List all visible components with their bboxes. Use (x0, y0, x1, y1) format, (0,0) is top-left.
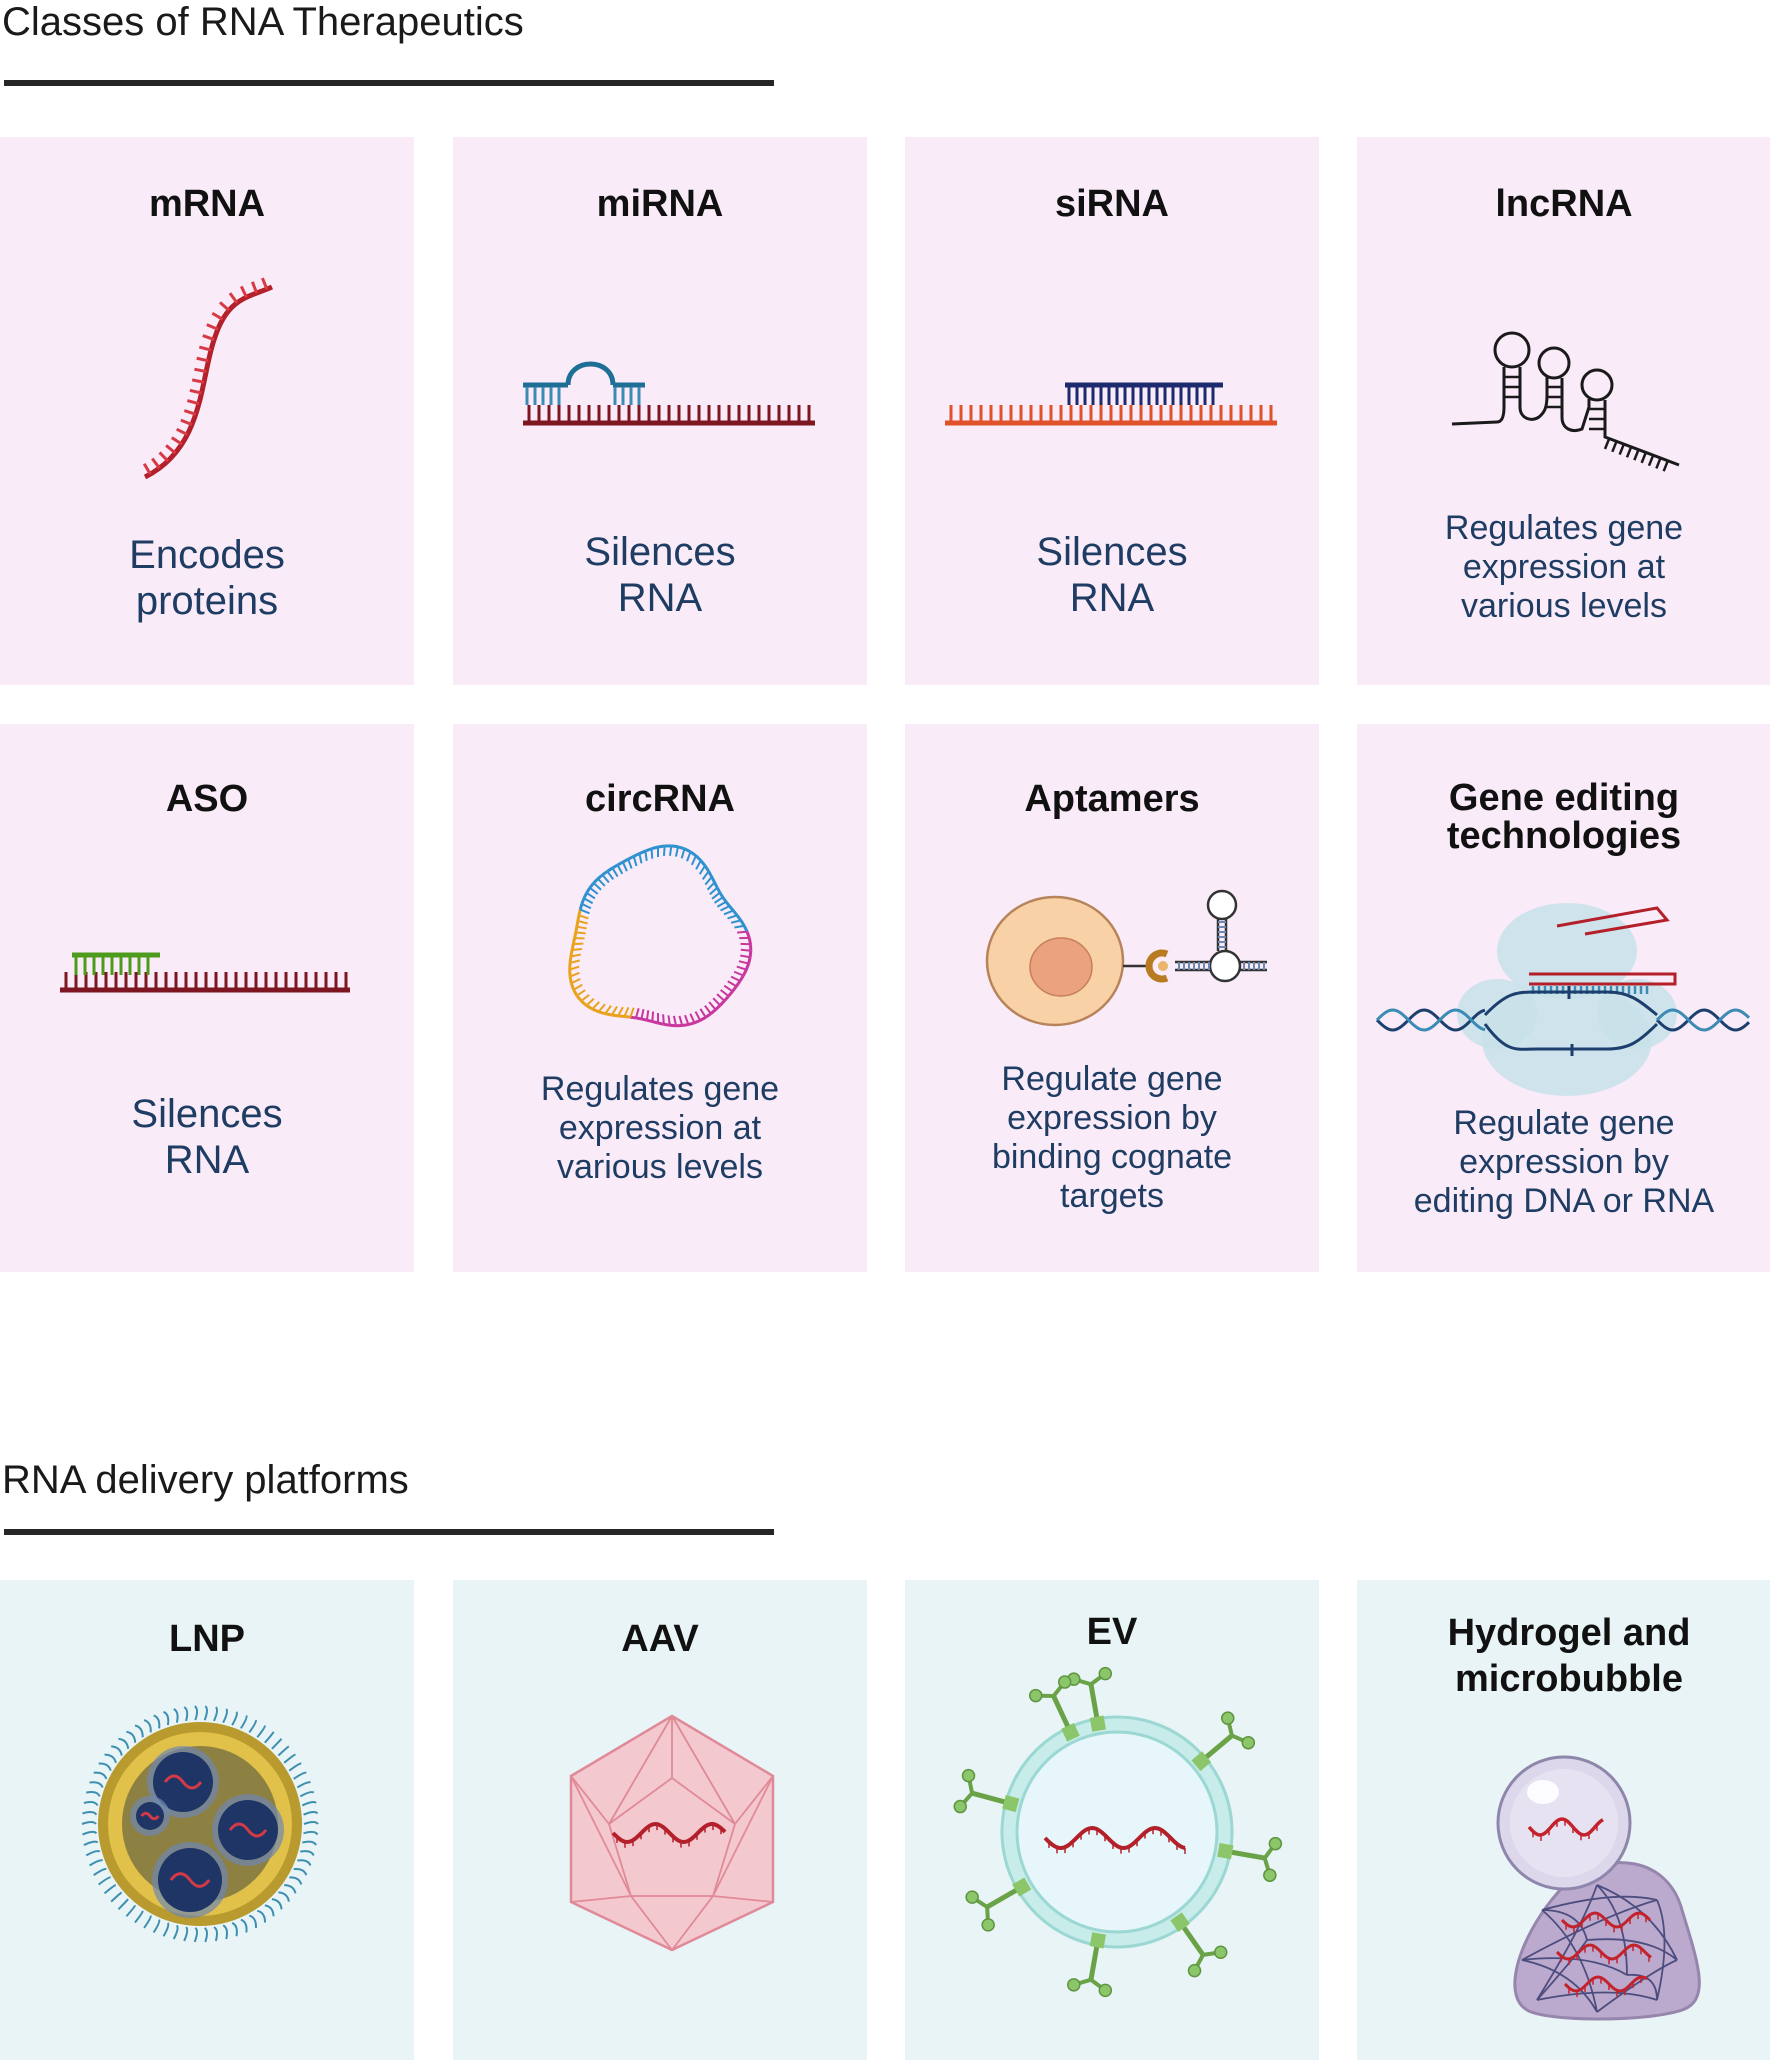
section-divider (4, 1529, 774, 1535)
card-aav: AAV (453, 1580, 867, 2060)
sirna-duplex-icon (945, 382, 1277, 426)
card-title: Aptamers (1024, 778, 1200, 820)
section-title-delivery-platforms: RNA delivery platforms (2, 1458, 409, 1502)
card-lnp: LNP (0, 1580, 414, 2060)
card-title: EV (1086, 1611, 1138, 1653)
circrna-ring-icon (568, 844, 753, 1028)
section-divider (4, 80, 774, 86)
card-title: ASO (165, 778, 249, 820)
aav-capsid-icon (569, 1714, 775, 1952)
section-title-rna-classes: Classes of RNA Therapeutics (2, 0, 524, 44)
card-title: miRNA (596, 183, 724, 225)
card-title: circRNA (585, 778, 735, 820)
card-title: AAV (621, 1618, 699, 1660)
crispr-complex-icon (1375, 903, 1751, 1096)
lipid-nanoparticle-icon (81, 1705, 319, 1943)
aso-binding-icon (60, 952, 350, 993)
card-title: siRNA (1054, 183, 1170, 225)
mrna-strand-icon (142, 277, 274, 480)
card-ev: EV (905, 1580, 1319, 2060)
card-title: mRNA (148, 183, 266, 225)
hydrogel-microbubble-icon (1496, 1755, 1701, 2021)
card-title: lncRNA (1495, 183, 1633, 225)
aptamer-cell-icon (985, 889, 1267, 1027)
extracellular-vesicle-icon (953, 1666, 1283, 1998)
card-title: LNP (169, 1618, 245, 1660)
mirna-duplex-icon (523, 361, 815, 426)
lncrna-hairpins-icon (1451, 331, 1680, 472)
